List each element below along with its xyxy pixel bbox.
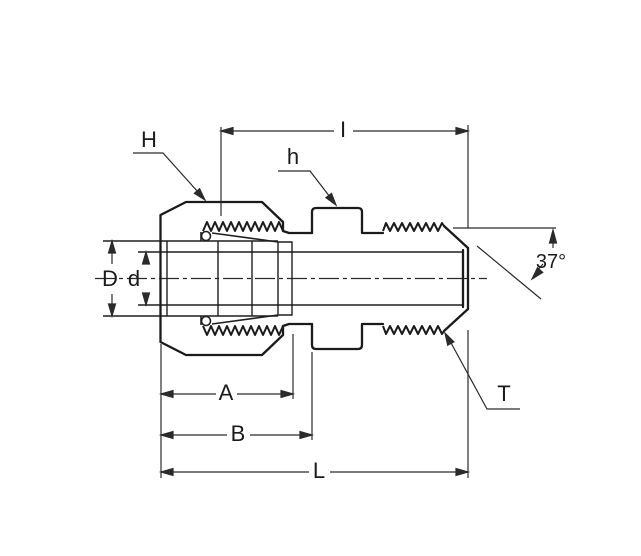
label-h: h	[286, 144, 300, 169]
dim-L-arrow-right	[455, 467, 471, 477]
leader-h-arrow	[324, 192, 338, 207]
through-bore-lines	[138, 251, 463, 306]
label-A: A	[218, 380, 234, 405]
dim-L-arrow-left	[158, 467, 174, 477]
label-B: B	[230, 421, 246, 446]
hex-outline	[310, 206, 385, 351]
male-thread-zigzag-top	[382, 222, 445, 232]
end-face	[461, 246, 470, 311]
leader-H	[133, 152, 207, 202]
dim-d-arrow-down	[141, 292, 151, 308]
label-angle-37: 37°	[535, 251, 567, 273]
dim-D-arrow-up	[107, 238, 117, 254]
angle-arrow-up	[548, 227, 558, 244]
angle-arrow-down	[530, 266, 544, 281]
back-ferrule-bottom	[200, 315, 212, 327]
label-I: I	[339, 117, 347, 142]
body-face-band	[277, 241, 293, 316]
dimension-I	[218, 126, 471, 216]
fitting-outline	[159, 200, 470, 357]
male-threads	[382, 222, 445, 335]
dim-I-arrow-left	[218, 126, 234, 136]
dim-A-arrow-left	[158, 389, 174, 399]
leader-h-line	[278, 170, 331, 198]
label-d: d	[127, 266, 141, 291]
back-ferrule-top	[200, 230, 212, 242]
angle-37-annotation	[453, 227, 558, 300]
label-L: L	[312, 458, 326, 483]
angle-flare-extension-line	[476, 245, 542, 300]
leader-H-arrow	[193, 187, 207, 202]
dim-D-arrow-down	[107, 303, 117, 319]
flare-cone-bottom	[442, 307, 470, 333]
dim-B-arrow-left	[158, 430, 174, 440]
dim-I-arrow-right	[455, 126, 471, 136]
leader-T	[443, 331, 520, 410]
nut-threads	[202, 221, 284, 336]
dim-A-arrow-right	[280, 389, 296, 399]
nut-thread-zigzag-top	[202, 221, 284, 232]
nut-thread-zigzag-bottom	[202, 325, 284, 336]
leader-T-arrow	[443, 331, 455, 347]
nut-outline	[159, 200, 314, 357]
socket-step-lines	[166, 241, 253, 316]
dimension-D	[107, 238, 117, 319]
label-D: D	[102, 266, 118, 291]
leader-T-line	[449, 340, 520, 410]
leader-H-line	[133, 152, 199, 193]
dimension-A	[158, 334, 296, 399]
front-ferrule-taper-top	[211, 232, 279, 243]
flare-cone-top	[442, 224, 470, 250]
male-thread-zigzag-bottom	[382, 325, 445, 335]
dim-B-arrow-right	[299, 430, 315, 440]
leader-h	[278, 170, 338, 207]
front-ferrule-taper-bottom	[211, 314, 279, 325]
tube-socket-bore-lines	[103, 240, 278, 317]
bore-lines	[103, 240, 463, 317]
dimension-B	[158, 352, 315, 440]
dimension-L	[158, 344, 471, 478]
label-H: H	[141, 127, 157, 152]
dim-d-arrow-up	[141, 249, 151, 265]
label-T: T	[497, 381, 511, 406]
dimension-d	[141, 249, 151, 308]
ferrule-detail	[200, 230, 279, 327]
